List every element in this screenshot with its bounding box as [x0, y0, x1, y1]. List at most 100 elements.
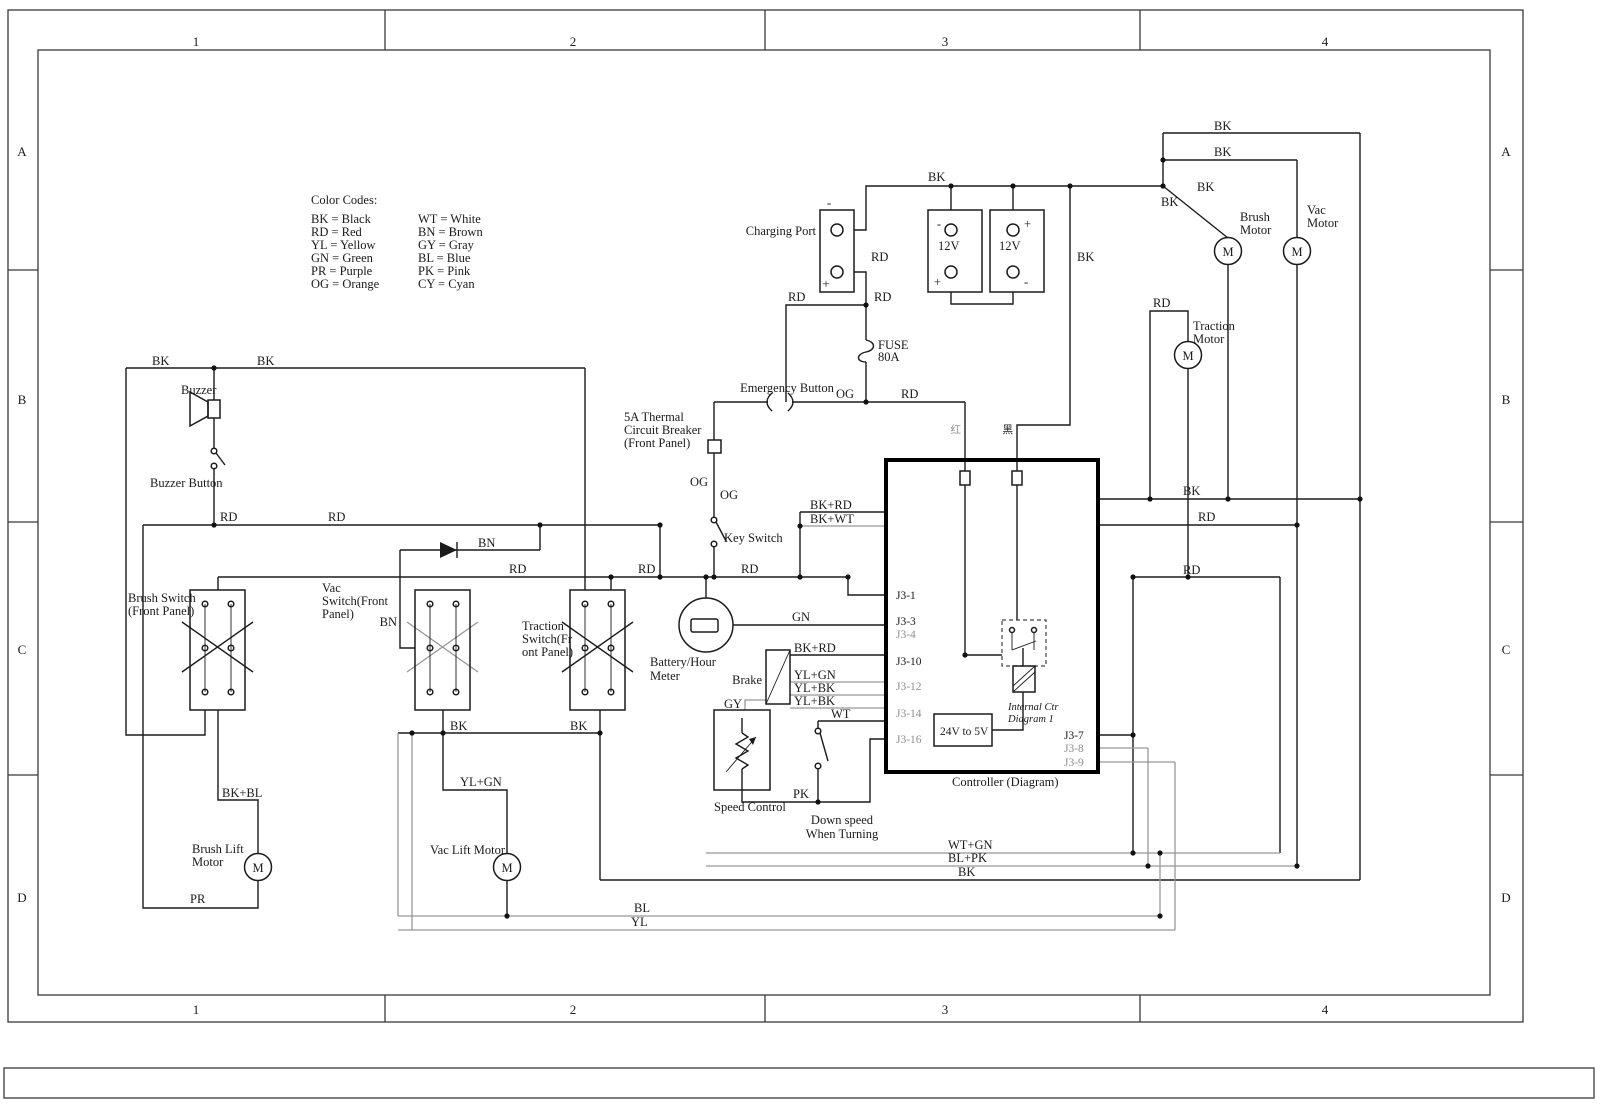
legend-entry: GY = Gray [418, 238, 475, 252]
cn-black-label: 黑 [1003, 424, 1014, 436]
legend-entry: OG = Orange [311, 277, 380, 291]
pin-j3-4: J3-4 [896, 629, 916, 641]
wire-label-wt: WT [831, 707, 851, 721]
controller-fuse-black [1011, 470, 1023, 486]
wire-label-bk: BK [570, 719, 587, 733]
col-label: 4 [1322, 34, 1329, 49]
wire-label-pk: PK [793, 787, 809, 801]
wire-label-bk: BK [1214, 145, 1231, 159]
internal-ctr-label-2: Diagram 1 [1007, 714, 1054, 725]
pin-j3-3: J3-3 [896, 616, 916, 628]
motor-m: M [1182, 349, 1193, 363]
traction-switch-label-1: Traction [522, 619, 565, 633]
battery1-neg-terminal [944, 223, 958, 237]
wire-label-rd: RD [901, 387, 918, 401]
fuse-label: FUSE [878, 338, 909, 352]
traction-motor-label-1: Traction [1193, 319, 1236, 333]
wire-label-bk: BK [1183, 484, 1200, 498]
brush-lift-motor: M Brush Lift Motor [192, 842, 273, 882]
battery2-pos-terminal [1006, 223, 1020, 237]
wire-label-bk: BK [152, 354, 169, 368]
wire-label-bk-bl: BK+BL [222, 786, 262, 800]
wire-label-bn: BN [478, 536, 495, 550]
legend-entry: RD = Red [311, 225, 363, 239]
wire-label-rd: RD [874, 290, 891, 304]
plus-sign: + [1024, 217, 1031, 231]
meter-label-1: Battery/Hour [650, 655, 717, 669]
col-label: 2 [570, 1002, 577, 1017]
fuse-rating: 80A [878, 350, 900, 364]
legend-entry: BL = Blue [418, 251, 471, 265]
wire-label-rd: RD [328, 510, 345, 524]
col-label: 2 [570, 34, 577, 49]
wire-label-yl-bk: YL+BK [794, 694, 835, 708]
pin-j3-16: J3-16 [896, 734, 922, 746]
traction-switch-label-2: Switch(Fr [522, 632, 573, 646]
pin-j3-9: J3-9 [1064, 757, 1084, 769]
brush-lift-label-1: Brush Lift [192, 842, 244, 856]
legend-entry: YL = Yellow [311, 238, 376, 252]
minus-sign: - [1024, 275, 1028, 289]
battery1-label: 12V [938, 239, 960, 253]
wire-label-gn: GN [792, 610, 810, 624]
row-label: B [1502, 392, 1511, 407]
brake-label: Brake [732, 673, 762, 687]
dc-converter-label: 24V to 5V [940, 726, 989, 738]
wire-label-yl-bk: YL+BK [794, 681, 835, 695]
wire-label-rd: RD [741, 562, 758, 576]
wire-label-bk: BK [450, 719, 467, 733]
minus-sign: - [827, 195, 831, 210]
battery1-pos-terminal [944, 265, 958, 279]
buzzer-horn [189, 390, 209, 428]
legend-entry: WT = White [418, 212, 481, 226]
col-label: 4 [1322, 1002, 1329, 1017]
wire-label-bk: BK [257, 354, 274, 368]
wire-label-rd: RD [638, 562, 655, 576]
motor-m: M [1291, 245, 1302, 259]
motor-m: M [252, 861, 263, 875]
traction-motor-label-2: Motor [1193, 332, 1225, 346]
col-label: 3 [942, 34, 949, 49]
internal-ctr-label-1: Internal Ctr [1007, 702, 1059, 713]
battery-1: 12V - + [927, 209, 983, 293]
brake: Brake [732, 649, 791, 705]
battery2-neg-terminal [1006, 265, 1020, 279]
wire-labels: BK RD BK RD RD OG RD BK BK BK BK RD BK R… [152, 119, 1231, 929]
thermal-breaker: 5A Thermal Circuit Breaker (Front Panel)… [624, 410, 738, 502]
legend-entry: CY = Cyan [418, 277, 475, 291]
legend-title: Color Codes: [311, 193, 377, 207]
traction-switch-label-3: ont Panel) [522, 645, 573, 659]
row-label: A [1501, 144, 1511, 159]
brush-motor: M Brush Motor [1213, 210, 1272, 266]
wire-label-bk-rd: BK+RD [794, 641, 836, 655]
junction-dots [211, 157, 1363, 919]
vac-lift-motor: M Vac Lift Motor [430, 843, 522, 882]
pin-j3-12: J3-12 [896, 681, 922, 693]
pin-j3-14: J3-14 [896, 708, 922, 720]
col-label: 3 [942, 1002, 949, 1017]
wire-label-bl: BL [634, 901, 650, 915]
brush-motor-label-2: Motor [1240, 223, 1272, 237]
wire-label-bk-wt: BK+WT [810, 512, 854, 526]
wire-label-yl-gn: YL+GN [460, 775, 502, 789]
wire-label-wt-gn: WT+GN [948, 838, 993, 852]
wire-label-gy: GY [724, 697, 742, 711]
buzzer: Buzzer [181, 383, 221, 428]
breaker-label-2: Circuit Breaker [624, 423, 702, 437]
buzzer-button-label: Buzzer Button [150, 476, 223, 490]
battery-2: 12V + - [989, 209, 1045, 293]
motor-m: M [1222, 245, 1233, 259]
row-label: D [17, 890, 26, 905]
legend-entry: BK = Black [311, 212, 372, 226]
wire-label-yl: YL [631, 915, 648, 929]
key-switch-label: Key Switch [724, 531, 783, 545]
down-speed-switch: Down speed When Turning [806, 727, 879, 841]
cn-red-label: 红 [951, 423, 962, 436]
vac-motor: M Vac Motor [1282, 203, 1339, 266]
charging-port-pos-terminal [830, 265, 844, 279]
emergency-button: Emergency Button [740, 381, 835, 412]
wire-label-bk-rd: BK+RD [810, 498, 852, 512]
battery-hour-meter: Battery/Hour Meter [650, 597, 734, 683]
border-coordinates: 1 2 3 4 1 2 3 4 A B C D A B C D [17, 34, 1511, 1017]
controller-fuse-red [959, 470, 971, 486]
